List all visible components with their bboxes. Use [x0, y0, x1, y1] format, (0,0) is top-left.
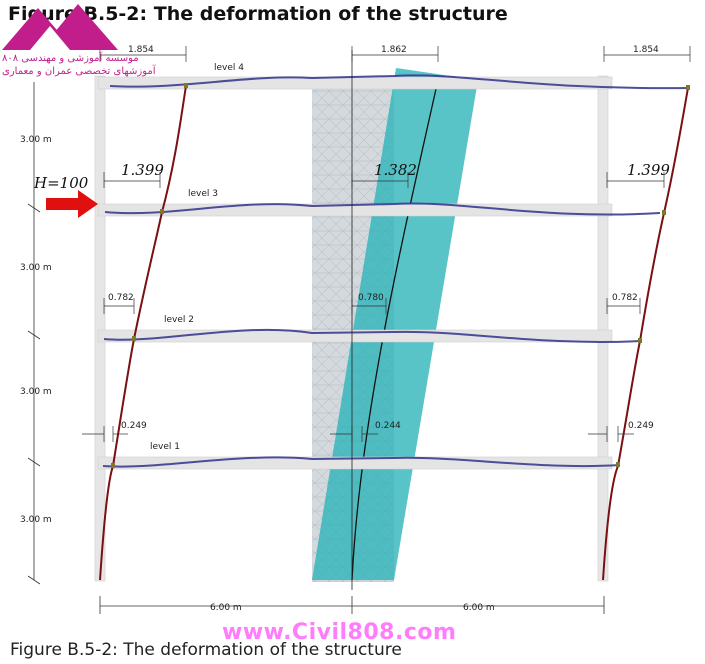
deflection-level2-right: 0.782 — [612, 293, 638, 303]
columns — [94, 75, 609, 582]
logo-triangles-icon — [2, 4, 118, 50]
deflection-level3-right: 1.399 — [627, 161, 670, 179]
level-label-3: level 3 — [188, 189, 218, 199]
deflection-level1-center: 0.244 — [375, 421, 401, 431]
height-label-1: 3.00 m — [20, 515, 52, 525]
deflection-level3-left: 1.399 — [121, 161, 164, 179]
deflection-dims-level1 — [82, 426, 634, 442]
deflection-level2-left: 0.782 — [108, 293, 134, 303]
height-label-4: 3.00 m — [20, 135, 52, 145]
level-label-2: level 2 — [164, 315, 194, 325]
deflection-level1-right: 0.249 — [628, 421, 654, 431]
deformation-diagram: level 4 level 3 level 2 level 1 3.00 m 3… — [20, 45, 691, 614]
figure-caption: Figure B.5-2: The deformation of the str… — [10, 640, 402, 660]
arrow-right-icon — [46, 190, 98, 218]
top-dim-center: 1.862 — [381, 45, 407, 55]
top-dim-left: 1.854 — [128, 45, 154, 55]
deflection-level2-center: 0.780 — [358, 293, 384, 303]
height-label-3: 3.00 m — [20, 263, 52, 273]
span-dimensions — [99, 596, 605, 614]
watermark: www.Civil808.com — [222, 620, 457, 645]
top-dimensions — [99, 46, 691, 62]
height-label-2: 3.00 m — [20, 387, 52, 397]
level-label-4: level 4 — [214, 63, 244, 73]
span-label-left: 6.00 m — [210, 603, 242, 613]
span-label-right: 6.00 m — [463, 603, 495, 613]
logo-text-line1: موسسه آموزشی و مهندسی ۸۰۸ — [2, 53, 139, 64]
top-dim-right: 1.854 — [633, 45, 659, 55]
deflection-level3-center: 1.382 — [374, 161, 417, 179]
deflection-level1-left: 0.249 — [121, 421, 147, 431]
level-label-1: level 1 — [150, 442, 180, 452]
nodes — [111, 83, 690, 468]
load-label: H=100 — [33, 174, 89, 192]
logo-text-line2: آموزشهای تخصصی عمران و معماری — [2, 66, 156, 77]
figure-title: Figure B.5-2: The deformation of the str… — [8, 3, 508, 25]
height-dimensions — [27, 82, 41, 585]
